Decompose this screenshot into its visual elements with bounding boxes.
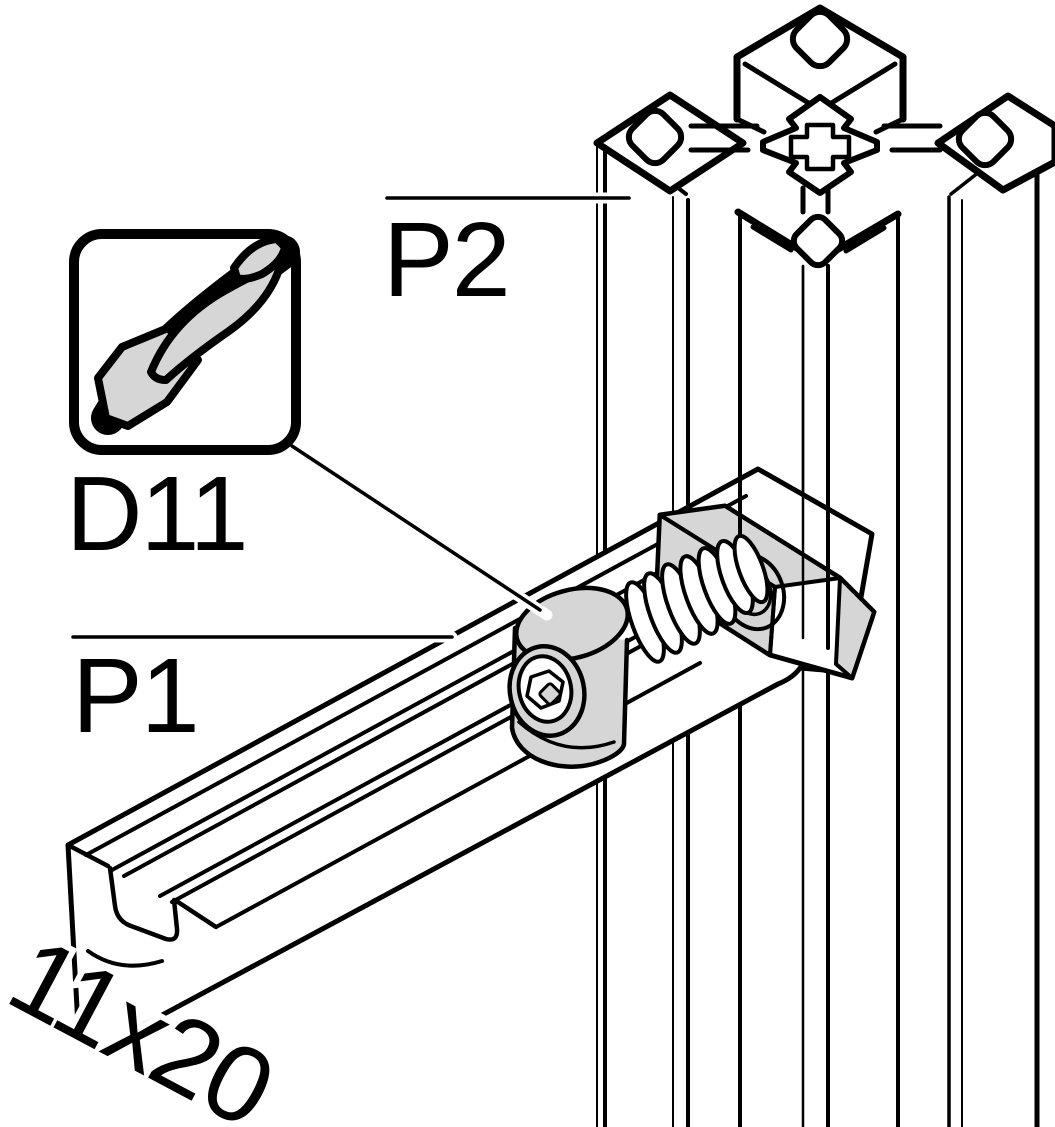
left-lobe-hole (625, 107, 685, 167)
leader-d11 (286, 440, 553, 621)
back-lobe-hole (789, 8, 851, 70)
d11-callout (69, 229, 301, 455)
profile-p2-cross-section (593, 4, 1055, 269)
leader-lines (67, 192, 635, 643)
t-nut-side-face (834, 576, 876, 680)
right-lobe-hole (955, 109, 1015, 169)
connector-cylinder (507, 585, 631, 769)
label-p2: P2 (383, 201, 509, 319)
drill-bit-icon (91, 235, 300, 435)
label-d11: D11 (66, 455, 247, 573)
slot-lip-overlays (738, 211, 830, 650)
center-bore-inner (788, 122, 852, 172)
drill-flute-top (230, 235, 289, 283)
front-lobe-hole (790, 213, 846, 269)
thread-spring (624, 533, 770, 664)
label-p1: P1 (72, 637, 198, 755)
drill-flute-mid (147, 259, 285, 384)
hex-socket-highlight (538, 682, 562, 706)
profile-p1-end-face (65, 842, 219, 968)
profile-p2 (593, 4, 1055, 1127)
